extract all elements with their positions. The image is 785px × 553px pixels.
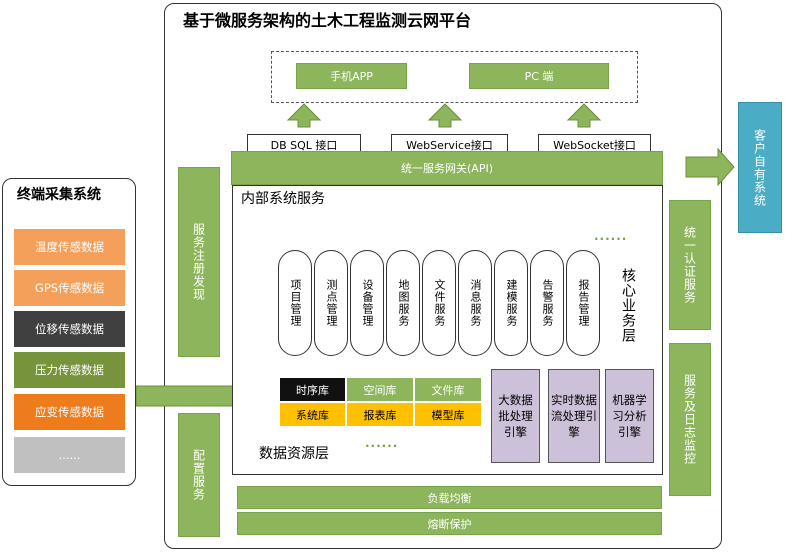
gateway-label: 统一服务网关(API) bbox=[401, 162, 493, 175]
sensor-gps: GPS传感数据 bbox=[14, 270, 125, 306]
arrow-up-icon bbox=[427, 103, 463, 128]
arrow-up-icon bbox=[286, 103, 322, 128]
circuit-breaker-bar: 熔断保护 bbox=[237, 512, 662, 535]
clients-box bbox=[271, 51, 638, 103]
service-modeling: 建模服务 bbox=[494, 250, 528, 356]
data-cell-system: 系统库 bbox=[279, 402, 346, 427]
service-file: 文件服务 bbox=[422, 250, 456, 356]
sensor-displacement: 位移传感数据 bbox=[14, 311, 125, 347]
data-resource-layer-label: 数据资源层 bbox=[259, 446, 329, 462]
internal-services-title: 内部系统服务 bbox=[241, 191, 325, 207]
data-cell-spatial: 空间库 bbox=[346, 377, 414, 402]
platform-title: 基于微服务架构的土木工程监测云网平台 bbox=[183, 11, 472, 30]
load-balance-label: 负载均衡 bbox=[427, 491, 472, 505]
service-label: 地图服务 bbox=[397, 279, 410, 327]
log-monitor-bar: 服务及日志监控 bbox=[669, 343, 711, 496]
sensor-strain: 应变传感数据 bbox=[14, 394, 125, 430]
pc-box: PC 端 bbox=[469, 63, 609, 89]
service-project-management: 项目管理 bbox=[278, 250, 312, 356]
service-label: 设备管理 bbox=[361, 279, 374, 327]
engine-label: 机器学习分析引擎 bbox=[612, 393, 647, 439]
customer-system-label: 客户自有系统 bbox=[752, 128, 767, 207]
api-gateway-bar: 统一服务网关(API) bbox=[231, 151, 663, 185]
sensor-pressure: 压力传感数据 bbox=[14, 352, 125, 388]
service-device-management: 设备管理 bbox=[350, 250, 384, 356]
webservice-label: WebService接口 bbox=[406, 138, 493, 152]
more-services-dots: ...... bbox=[594, 229, 628, 243]
load-balance-bar: 负载均衡 bbox=[237, 486, 662, 509]
customer-system-box: 客户自有系统 bbox=[738, 102, 782, 233]
mobile-app-box: 手机APP bbox=[296, 63, 407, 89]
config-service-bar: 配置服务 bbox=[178, 413, 220, 537]
service-label: 报告管理 bbox=[577, 279, 590, 327]
service-label: 项目管理 bbox=[289, 279, 302, 327]
unified-auth-bar: 统一认证服务 bbox=[669, 200, 711, 330]
service-label: 消息服务 bbox=[469, 279, 482, 327]
circuit-breaker-label: 熔断保护 bbox=[427, 517, 472, 531]
service-measure-point-management: 测点管理 bbox=[314, 250, 348, 356]
data-cell-report: 报表库 bbox=[346, 402, 414, 427]
engine-label: 大数据批处理引擎 bbox=[498, 393, 533, 439]
mobile-app-label: 手机APP bbox=[330, 70, 373, 83]
data-cell-model: 模型库 bbox=[414, 402, 482, 427]
service-label: 文件服务 bbox=[433, 279, 446, 327]
service-label: 建模服务 bbox=[505, 279, 518, 327]
service-map: 地图服务 bbox=[386, 250, 420, 356]
data-cell-file: 文件库 bbox=[414, 377, 482, 402]
arrow-up-icon bbox=[566, 103, 602, 128]
engine-big-data-batch: 大数据批处理引擎 bbox=[491, 369, 540, 463]
sensor-temperature: 温度传感数据 bbox=[14, 229, 125, 265]
db-sql-label: DB SQL 接口 bbox=[270, 138, 338, 152]
engine-label: 实时数据流处理引擎 bbox=[551, 393, 597, 439]
engine-realtime-stream: 实时数据流处理引擎 bbox=[548, 369, 600, 463]
core-business-layer-label: 核心业务层 bbox=[620, 268, 636, 343]
service-report-management: 报告管理 bbox=[566, 250, 600, 356]
engine-machine-learning: 机器学习分析引擎 bbox=[605, 369, 654, 463]
sensor-more: ...... bbox=[14, 437, 125, 473]
service-alarm: 告警服务 bbox=[530, 250, 564, 356]
service-message: 消息服务 bbox=[458, 250, 492, 356]
pc-label: PC 端 bbox=[524, 70, 554, 83]
service-registry-bar: 服务注册发现 bbox=[178, 167, 220, 357]
service-label: 告警服务 bbox=[541, 279, 554, 327]
terminal-title: 终端采集系统 bbox=[17, 187, 101, 203]
more-data-dots: ...... bbox=[365, 436, 399, 450]
service-label: 测点管理 bbox=[325, 279, 338, 327]
arrow-right-icon bbox=[685, 147, 735, 187]
websocket-label: WebSocket接口 bbox=[553, 138, 636, 152]
websocket-interface: WebSocket接口 bbox=[538, 134, 651, 155]
data-cell-timeseries: 时序库 bbox=[279, 377, 346, 402]
